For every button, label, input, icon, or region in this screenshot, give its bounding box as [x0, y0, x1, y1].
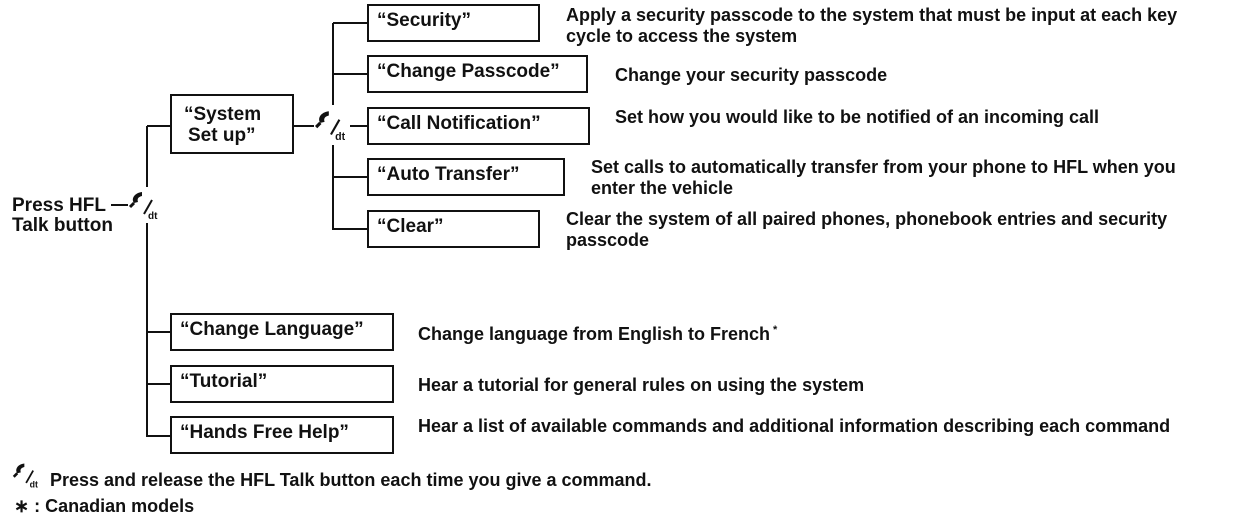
system-setup-label-line2: Set up” — [188, 125, 256, 146]
hands-free-help-box: “Hands Free Help” — [170, 416, 394, 454]
auto-transfer-description-line2: enter the vehicle — [591, 178, 734, 198]
change-language-description: Change language from English to French* — [418, 324, 777, 345]
change-passcode-box: “Change Passcode” — [367, 55, 588, 93]
system-setup-label-line1: “System — [184, 104, 262, 125]
change-passcode-description: Change your security passcode — [615, 65, 888, 85]
asterisk-symbol: ∗ — [14, 496, 30, 516]
hfl-talk-button-icon: dt — [128, 192, 158, 222]
security-description-line1: Apply a security passcode to the system … — [566, 5, 1178, 25]
security-description: Apply a security passcode to the system … — [566, 5, 1177, 47]
clear-box: “Clear” — [367, 210, 540, 248]
clear-description-line1: Clear the system of all paired phones, p… — [566, 209, 1168, 229]
root-label: Press HFL Talk button — [12, 196, 113, 236]
svg-text:dt: dt — [30, 479, 38, 489]
canadian-models-note: ∗ : Canadian models — [14, 495, 194, 517]
root-label-line2: Talk button — [12, 215, 113, 236]
auto-transfer-description-line1: Set calls to automatically transfer from… — [591, 157, 1176, 177]
change-language-box: “Change Language” — [170, 313, 394, 351]
hfl-talk-button-icon: dt — [12, 463, 38, 489]
talk-button-note: Press and release the HFL Talk button ea… — [50, 470, 652, 490]
call-notification-description: Set how you would like to be notified of… — [615, 107, 1100, 127]
clear-description-line2: passcode — [566, 230, 650, 250]
svg-text:dt: dt — [335, 131, 345, 143]
security-box: “Security” — [367, 4, 540, 42]
call-notification-box: “Call Notification” — [367, 107, 590, 145]
system-setup-box: “System Set up” — [170, 94, 294, 154]
svg-text:dt: dt — [148, 211, 158, 222]
clear-description: Clear the system of all paired phones, p… — [566, 209, 1167, 251]
canadian-note-marker: * — [773, 324, 778, 336]
tutorial-description: Hear a tutorial for general rules on usi… — [418, 375, 865, 395]
auto-transfer-description: Set calls to automatically transfer from… — [591, 157, 1176, 199]
change-language-description-text: Change language from English to French — [418, 324, 771, 344]
root-label-line1: Press HFL — [12, 195, 106, 216]
hands-free-help-description: Hear a list of available commands and ad… — [418, 416, 1171, 436]
canadian-models-text: : Canadian models — [34, 496, 195, 516]
auto-transfer-box: “Auto Transfer” — [367, 158, 565, 196]
tutorial-box: “Tutorial” — [170, 365, 394, 403]
security-description-line2: cycle to access the system — [566, 26, 798, 46]
hfl-talk-button-icon: dt — [314, 111, 346, 143]
